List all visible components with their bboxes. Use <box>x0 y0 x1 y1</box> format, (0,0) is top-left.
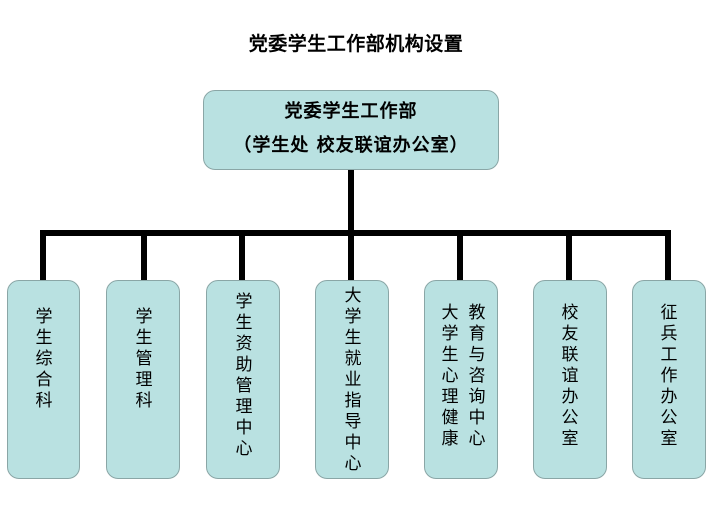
unit-box-student-management: 学生管理科 <box>106 280 180 479</box>
top-unit-subtitle: （学生处 校友联谊办公室） <box>233 135 469 156</box>
unit-box-alumni-office: 校友联谊办公室 <box>533 280 607 479</box>
top-unit-box: 党委学生工作部 （学生处 校友联谊办公室） <box>203 90 499 170</box>
unit-label: 校友联谊办公室 <box>561 303 579 449</box>
unit-label: 大学生就业指导中心 <box>344 286 362 474</box>
page-title: 党委学生工作部机构设置 <box>248 33 464 55</box>
unit-label: 学生综合科 <box>35 307 53 411</box>
unit-box-mental-health: 大学生心理健康 教育与咨询中心 <box>424 280 498 479</box>
unit-box-employment-guidance: 大学生就业指导中心 <box>315 280 389 479</box>
unit-box-conscription-office: 征兵工作办公室 <box>632 280 706 479</box>
unit-label-col2: 教育与咨询中心 <box>468 303 486 449</box>
unit-box-student-aid: 学生资助管理中心 <box>206 280 280 479</box>
unit-label: 征兵工作办公室 <box>660 303 678 449</box>
unit-label: 学生管理科 <box>135 307 153 411</box>
unit-label: 学生资助管理中心 <box>235 292 253 459</box>
top-unit-name: 党委学生工作部 <box>284 101 418 122</box>
unit-label-col1: 大学生心理健康 <box>441 303 459 449</box>
unit-box-student-general: 学生综合科 <box>7 280 80 479</box>
